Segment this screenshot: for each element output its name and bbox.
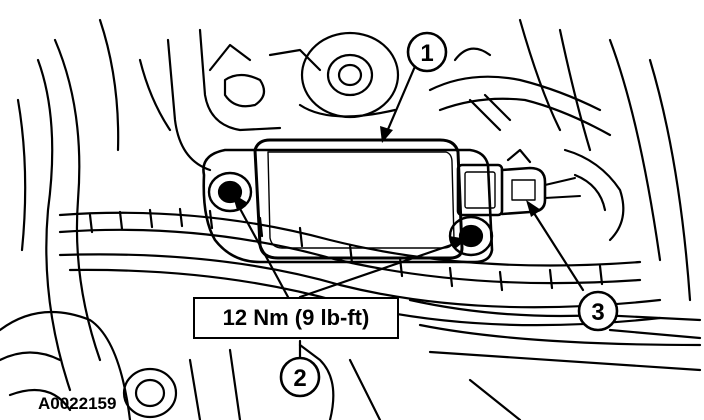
callout-3: 3 [577, 290, 619, 332]
svg-text:2: 2 [293, 365, 306, 392]
svg-text:1: 1 [420, 40, 433, 67]
callout-1: 1 [406, 31, 448, 73]
figure-id: A0022159 [38, 394, 117, 413]
sensor-module [202, 138, 494, 264]
arrowheads [232, 126, 541, 249]
torque-spec-text: 12 Nm (9 lb-ft) [222, 305, 370, 330]
svg-text:3: 3 [591, 299, 604, 326]
leader-lines [236, 62, 585, 360]
background-linework [0, 18, 702, 420]
callout-2: 2 [279, 356, 321, 398]
electrical-connector [456, 148, 581, 217]
torque-spec-label: 12 Nm (9 lb-ft) [193, 297, 399, 339]
